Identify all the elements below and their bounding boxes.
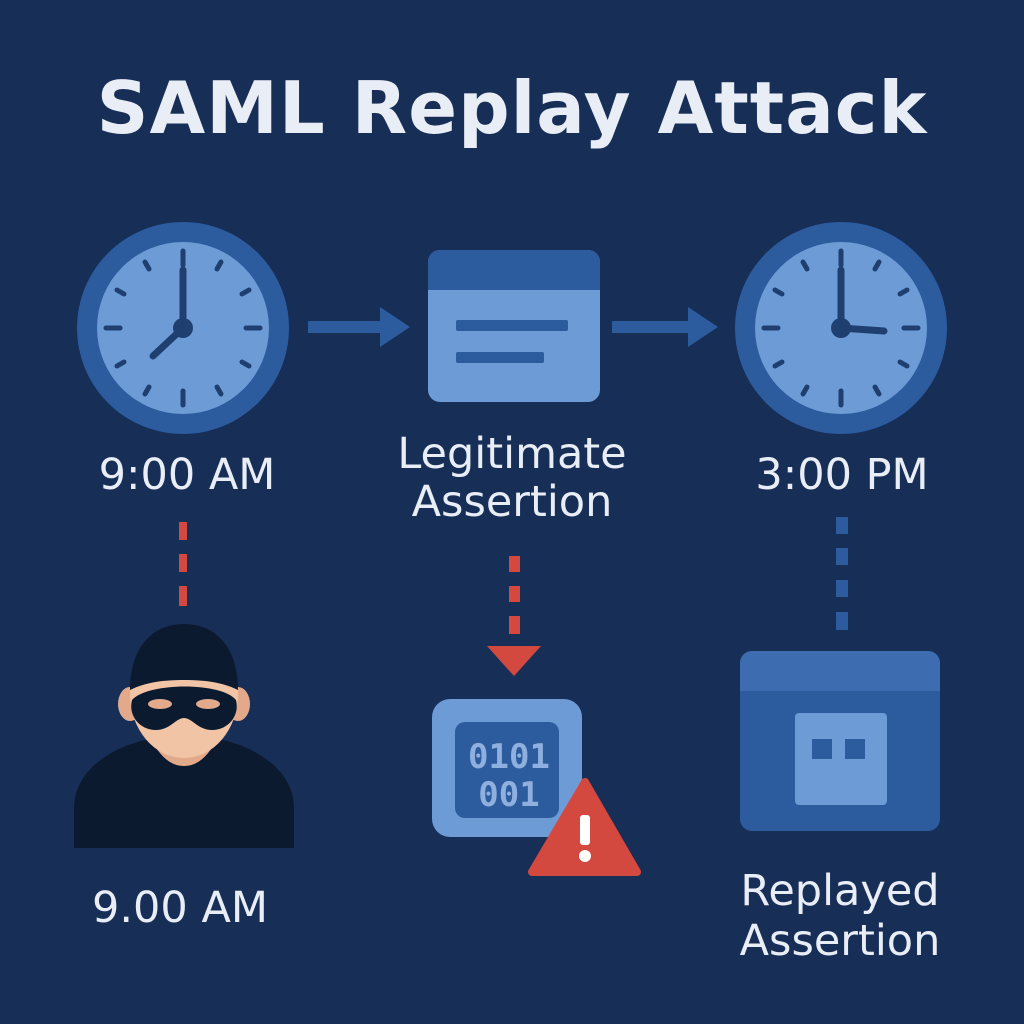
binary-data-text: 0101 001 — [459, 738, 559, 814]
attacker-time-label: 9.00 AM — [92, 883, 268, 933]
masked-attacker-icon — [74, 624, 294, 848]
dashed-connector-red — [179, 522, 187, 606]
clock-3pm-icon — [735, 222, 947, 434]
dashed-arrow-down-red — [487, 556, 541, 676]
diagram-title: SAML Replay Attack — [96, 66, 928, 150]
legitimate-assertion-label: Legitimate Assertion — [362, 430, 662, 526]
clock-9am-icon — [77, 222, 289, 434]
arrow-right-icon — [612, 307, 718, 347]
binary-data-icon — [432, 699, 582, 837]
arrow-right-icon — [308, 307, 410, 347]
time-label-3pm: 3:00 PM — [755, 450, 929, 500]
replayed-assertion-label: Replayed Assertion — [690, 866, 990, 966]
warning-triangle-icon — [528, 778, 641, 876]
legitimate-assertion-label-line1: Legitimate — [397, 429, 627, 479]
time-label-9am: 9:00 AM — [98, 450, 276, 500]
replayed-assertion-window-icon — [740, 651, 940, 831]
dashed-connector-blue — [836, 517, 848, 630]
legitimate-assertion-label-line2: Assertion — [411, 477, 613, 527]
replayed-assertion-label-line1: Replayed — [740, 866, 940, 916]
binary-data-line1: 0101 — [468, 737, 550, 777]
binary-data-line2: 001 — [478, 775, 540, 815]
replayed-assertion-label-line2: Assertion — [739, 916, 941, 966]
assertion-document-icon — [428, 250, 600, 402]
